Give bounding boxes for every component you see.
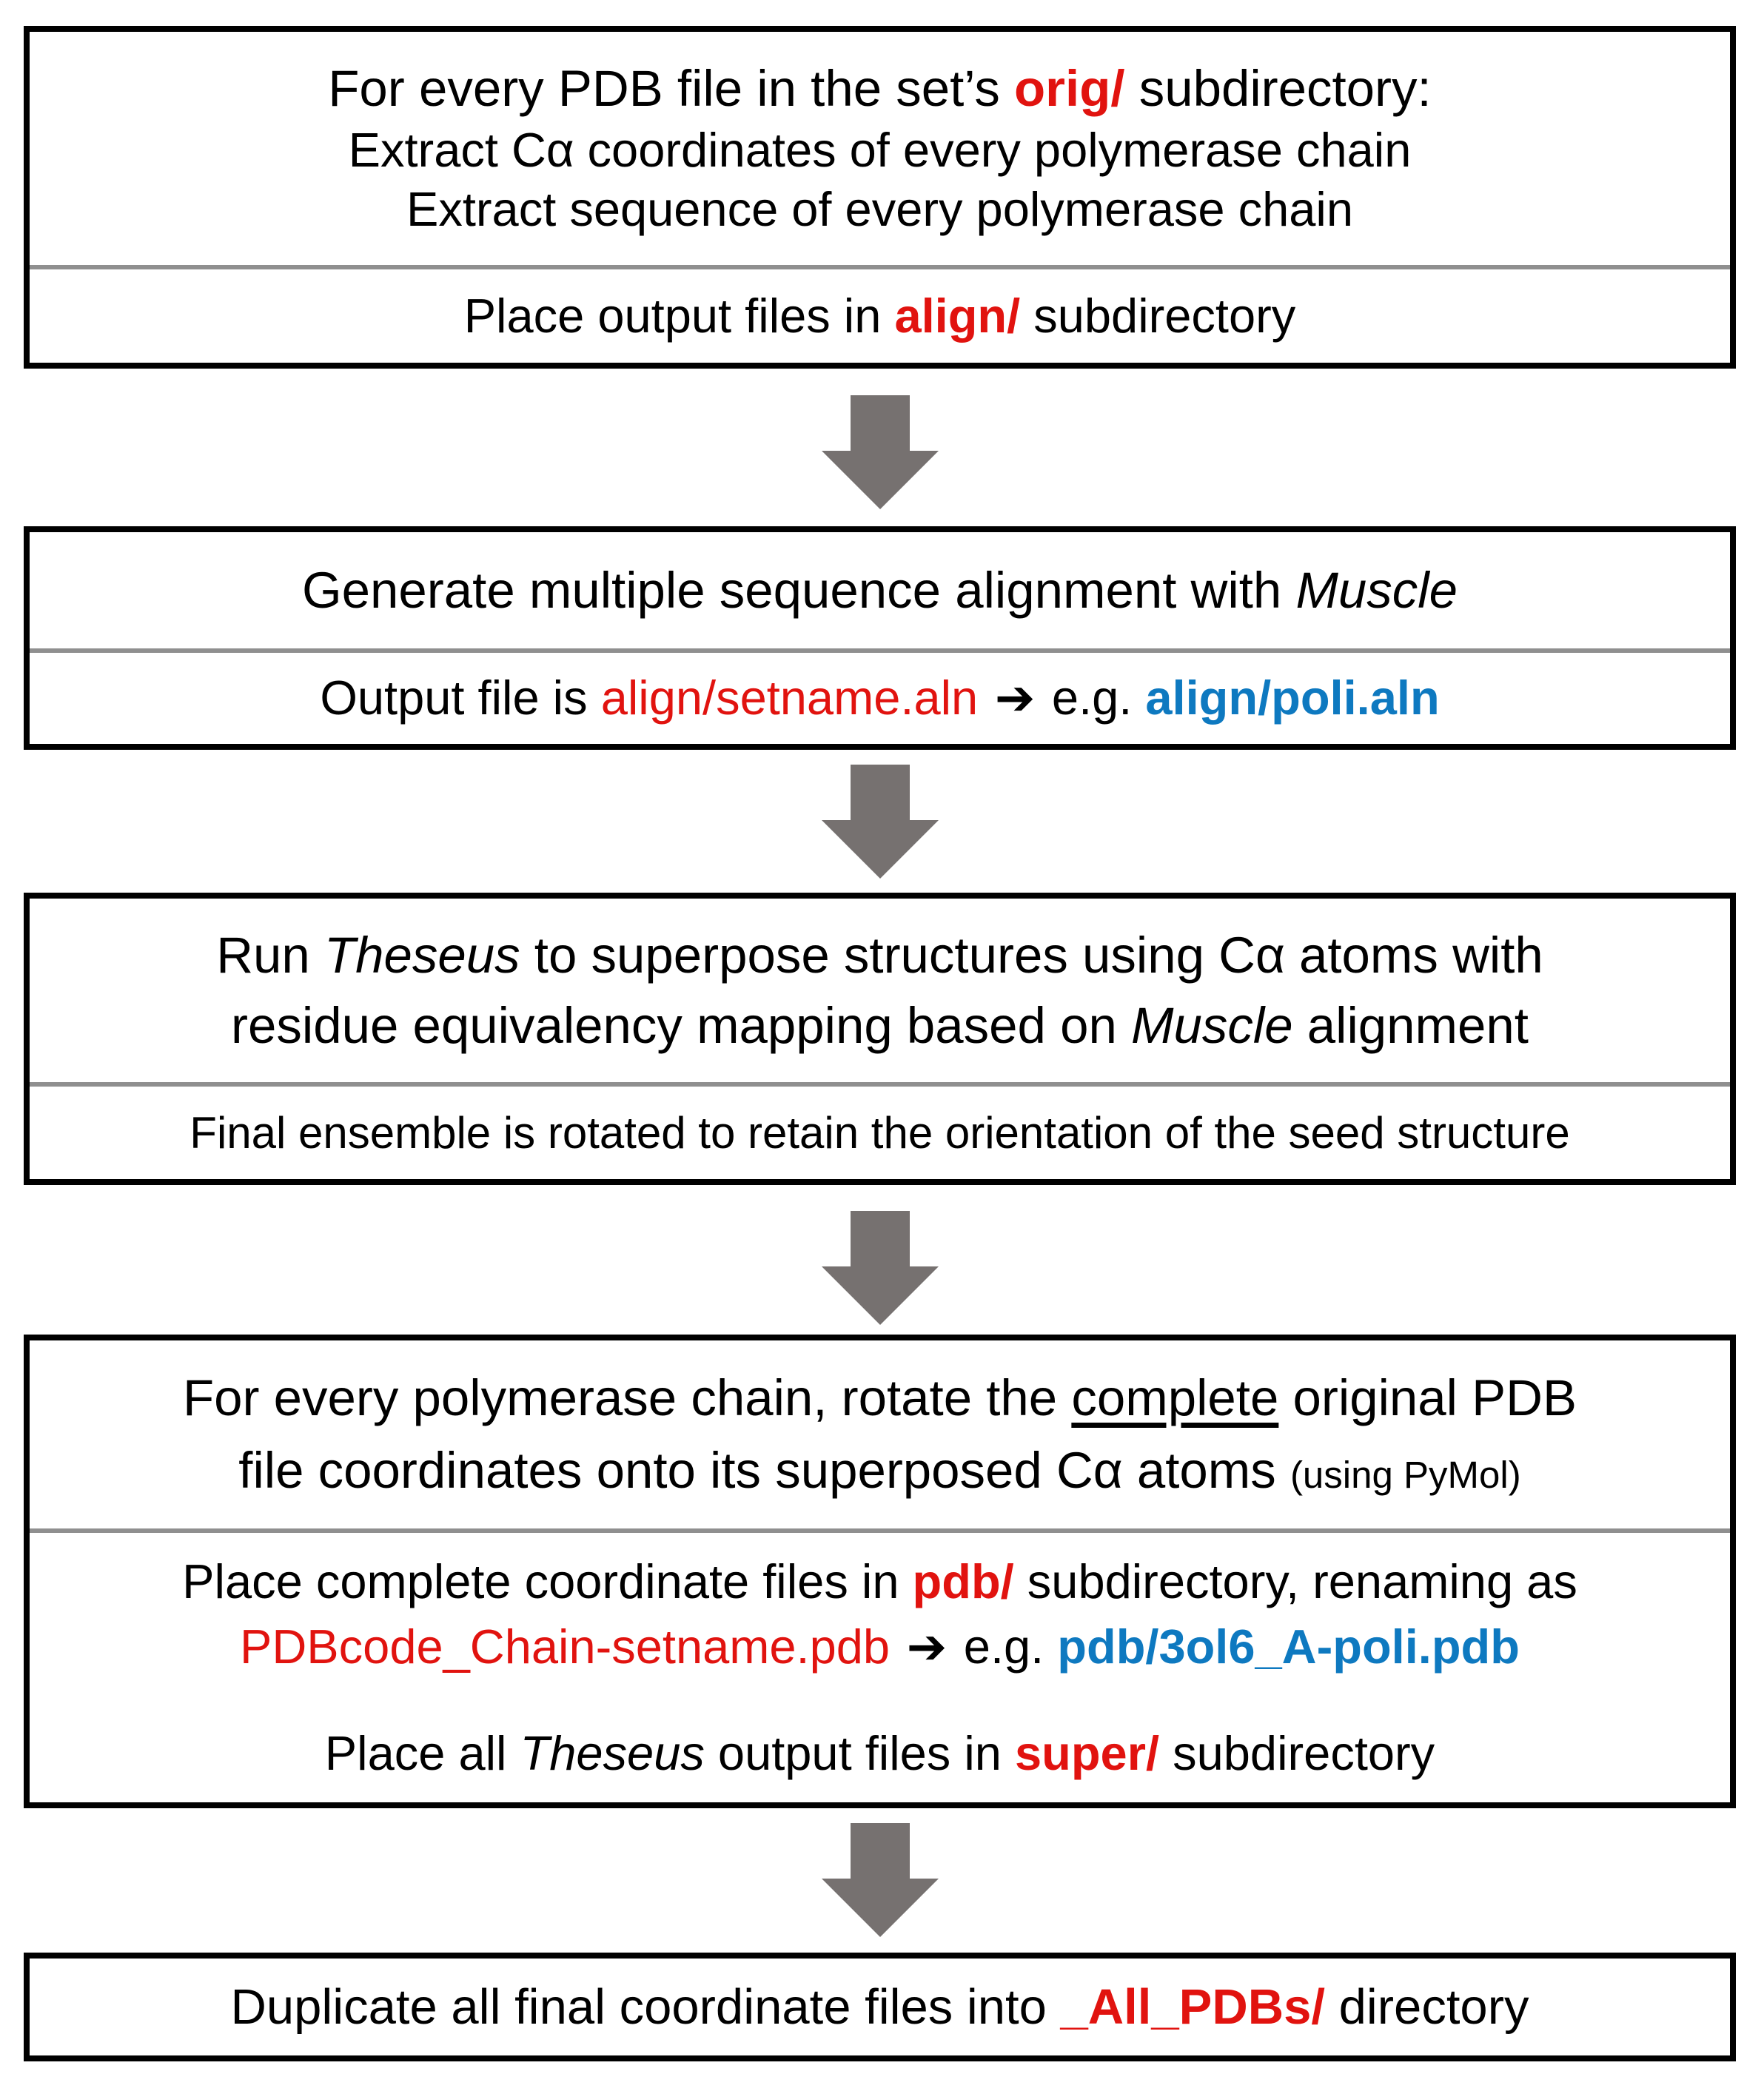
text-segment: Final ensemble is rotated to retain the … xyxy=(190,1107,1570,1158)
align-dir-label: align/ xyxy=(894,288,1021,343)
step-1-output-section: Place output files in align/ subdirector… xyxy=(30,269,1730,363)
text-segment: directory xyxy=(1324,1978,1529,2035)
example-filename: align/poli.aln xyxy=(1145,670,1440,725)
text-segment: residue equivalency mapping based on xyxy=(231,997,1132,1054)
step-1-box: For every PDB file in the set’s orig/ su… xyxy=(24,26,1736,369)
step-2-title-line: Generate multiple sequence alignment wit… xyxy=(302,559,1458,622)
down-arrow-icon xyxy=(821,1211,939,1325)
step-4-output-line: Place complete coordinate files in pdb/ … xyxy=(182,1549,1577,1614)
text-segment: Place all xyxy=(324,1726,520,1781)
theseus-program-name: Theseus xyxy=(323,926,520,984)
text-segment: alignment xyxy=(1292,997,1529,1054)
step-3-note-section: Final ensemble is rotated to retain the … xyxy=(30,1087,1730,1179)
text-segment: Place output files in xyxy=(463,288,895,343)
step-4-main-section: For every polymerase chain, rotate the c… xyxy=(30,1340,1730,1528)
step-4-title-line: file coordinates onto its superposed Cα … xyxy=(238,1434,1520,1507)
step-5-box: Duplicate all final coordinate files int… xyxy=(24,1953,1736,2061)
step-5-main-section: Duplicate all final coordinate files int… xyxy=(30,1959,1730,2055)
text-segment: For every PDB file in the set’s xyxy=(328,60,1015,118)
step-1-output-line: Place output files in align/ subdirector… xyxy=(464,286,1296,346)
text-segment: output files in xyxy=(704,1726,1015,1781)
step-4-output-section: Place complete coordinate files in pdb/ … xyxy=(30,1533,1730,1802)
flowchart: For every PDB file in the set’s orig/ su… xyxy=(24,0,1736,2061)
step-2-output-line: Output file is align/setname.aln ➔ e.g. … xyxy=(320,668,1439,729)
text-segment: Run xyxy=(216,926,324,984)
step-4-rename-line: PDBcode_Chain-setname.pdb ➔ e.g. pdb/3ol… xyxy=(240,1614,1520,1680)
complete-emphasis: complete xyxy=(1071,1369,1279,1427)
text-segment: Extract sequence of every polymerase cha… xyxy=(406,182,1353,237)
section-divider xyxy=(30,265,1730,269)
text-segment: Extract Cα coordinates of every polymera… xyxy=(348,122,1412,177)
rename-pattern: PDBcode_Chain-setname.pdb xyxy=(240,1619,891,1674)
text-segment: subdirectory: xyxy=(1124,60,1432,118)
right-arrow-icon: ➔ xyxy=(890,1619,964,1675)
step-1-detail-line: Extract Cα coordinates of every polymera… xyxy=(349,121,1412,181)
pdb-dir-label: pdb/ xyxy=(912,1554,1014,1608)
text-segment: Output file is xyxy=(320,670,601,725)
down-arrow-icon xyxy=(821,1823,939,1937)
text-segment: Duplicate all final coordinate files int… xyxy=(230,1978,1061,2035)
example-filename: pdb/3ol6_A-poli.pdb xyxy=(1057,1619,1520,1674)
text-segment: e.g. xyxy=(1051,670,1146,725)
flow-arrow xyxy=(821,765,939,879)
step-2-main-section: Generate multiple sequence alignment wit… xyxy=(30,532,1730,648)
step-4-theseus-line: Place all Theseus output files in super/… xyxy=(325,1721,1435,1786)
step-3-box: Run Theseus to superpose structures usin… xyxy=(24,893,1736,1185)
step-3-title-line: Run Theseus to superpose structures usin… xyxy=(216,920,1543,990)
text-segment: to superpose structures using Cα atoms w… xyxy=(520,926,1543,984)
flow-arrow xyxy=(821,395,939,509)
step-2-box: Generate multiple sequence alignment wit… xyxy=(24,526,1736,750)
step-1-main-section: For every PDB file in the set’s orig/ su… xyxy=(30,32,1730,265)
step-1-detail-line: Extract sequence of every polymerase cha… xyxy=(406,180,1353,240)
flow-arrow xyxy=(821,1823,939,1937)
step-4-title-line: For every polymerase chain, rotate the c… xyxy=(183,1362,1577,1434)
text-segment: For every polymerase chain, rotate the xyxy=(182,1369,1072,1427)
text-segment: original PDB xyxy=(1278,1369,1577,1427)
step-5-title-line: Duplicate all final coordinate files int… xyxy=(230,1975,1529,2039)
step-3-title-line: residue equivalency mapping based on Mus… xyxy=(231,990,1529,1061)
section-divider xyxy=(30,1528,1730,1533)
orig-dir-label: orig/ xyxy=(1014,60,1125,118)
step-1-title-line: For every PDB file in the set’s orig/ su… xyxy=(328,57,1431,121)
muscle-program-name: Muscle xyxy=(1295,561,1458,619)
step-2-output-section: Output file is align/setname.aln ➔ e.g. … xyxy=(30,653,1730,744)
text-segment: e.g. xyxy=(963,1619,1058,1674)
muscle-program-name: Muscle xyxy=(1131,997,1293,1054)
super-dir-label: super/ xyxy=(1015,1726,1160,1781)
theseus-program-name: Theseus xyxy=(520,1726,705,1781)
text-segment: file coordinates onto its superposed Cα … xyxy=(238,1442,1290,1499)
step-4-box: For every polymerase chain, rotate the c… xyxy=(24,1335,1736,1808)
output-filename: align/setname.aln xyxy=(600,670,979,725)
text-segment: subdirectory xyxy=(1159,1726,1435,1781)
step-3-main-section: Run Theseus to superpose structures usin… xyxy=(30,899,1730,1082)
step-3-note-line: Final ensemble is rotated to retain the … xyxy=(190,1104,1569,1162)
text-segment: subdirectory, renaming as xyxy=(1013,1554,1577,1608)
section-divider xyxy=(30,648,1730,653)
text-segment: subdirectory xyxy=(1020,288,1296,343)
using-pymol-note: (using PyMol) xyxy=(1290,1454,1521,1496)
down-arrow-icon xyxy=(821,765,939,879)
text-segment: Place complete coordinate files in xyxy=(182,1554,913,1608)
right-arrow-icon: ➔ xyxy=(978,670,1052,726)
section-divider xyxy=(30,1082,1730,1087)
all-pdbs-dir-label: _All_PDBs/ xyxy=(1060,1978,1325,2035)
text-segment: Generate multiple sequence alignment wit… xyxy=(302,561,1296,619)
down-arrow-icon xyxy=(821,395,939,509)
flow-arrow xyxy=(821,1211,939,1325)
